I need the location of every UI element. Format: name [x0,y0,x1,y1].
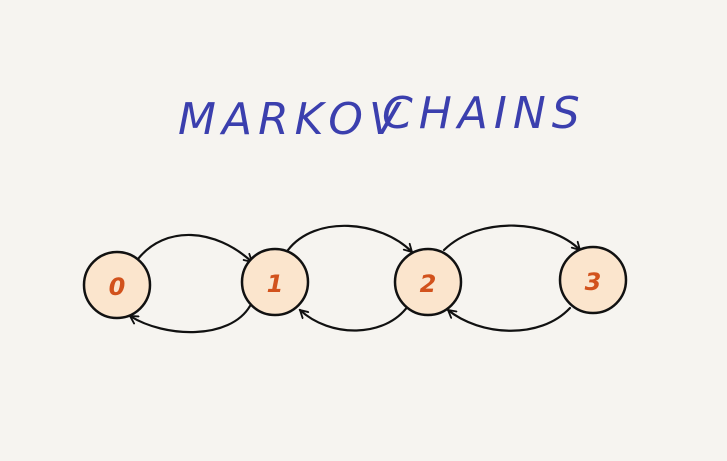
edge-2-to-3 [442,224,580,250]
edge-1-to-2 [286,224,412,252]
edge-2-to-1 [300,304,410,332]
state-label: 2 [420,270,437,298]
title-word-chains: CHAINS [382,88,586,139]
edge-1-to-0 [130,304,252,334]
edge-0-to-1 [136,233,252,262]
title-word-markov: MARKOV [178,94,405,145]
state-label: 0 [109,273,126,301]
state-node-3: 3 [558,245,628,315]
state-node-1: 1 [240,247,310,317]
edge-3-to-2 [448,306,572,332]
state-node-2: 2 [393,247,463,317]
state-label: 3 [585,268,602,296]
state-label: 1 [267,270,284,298]
state-node-0: 0 [82,250,152,320]
